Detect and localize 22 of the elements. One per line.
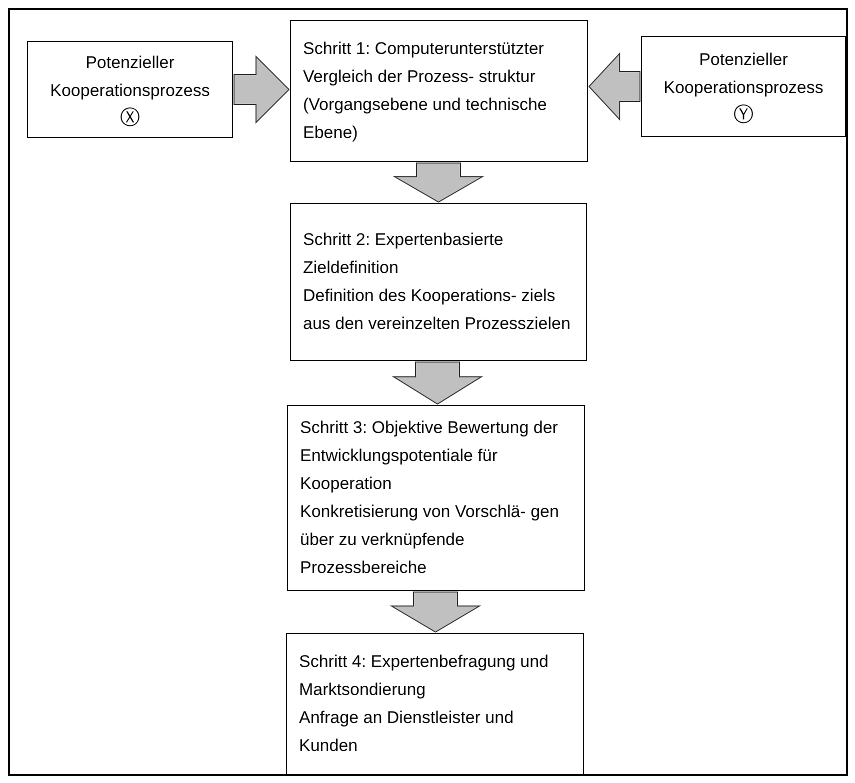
description-text: Ⓧ (120, 106, 140, 130)
process-box (27, 41, 233, 138)
block-arrow (392, 162, 484, 203)
block-arrow (588, 52, 640, 121)
step-text: Schritt 2: Expertenbasierte Zieldefinition (303, 229, 504, 279)
step-text: Schritt 4: Expertenbefragung und Marktsondierung (299, 651, 550, 701)
description-text: Ⓨ (734, 102, 754, 128)
step-text: Schritt 3: Objektive Bewertung der Entwicklungspotentiale für Kooperation (300, 417, 559, 495)
process-box (286, 633, 584, 775)
description-text: Definition des Kooperations- ziels aus den vereinzelten Prozesszielen (303, 285, 572, 335)
process-box (287, 405, 585, 591)
step-text: Schritt 1: Computerunterstützter Vergleich der Prozess- struktur (Vorgangsebene und technische Ebene) (303, 38, 548, 144)
description-text: Anfrage an Dienstleister und Kunden (299, 707, 515, 757)
block-arrow (392, 362, 484, 405)
block-arrow (390, 592, 482, 633)
step-text: Potenzieller Kooperationsprozess (662, 48, 824, 98)
process-box (290, 20, 588, 162)
process-box (641, 36, 846, 137)
description-text: Konkretisierung von Vorschlä- gen über zu verknüpfende Prozessbereiche (300, 501, 560, 579)
block-arrow (234, 55, 290, 124)
step-text: Potenzieller Kooperationsprozess (49, 52, 211, 102)
process-box (290, 203, 587, 361)
